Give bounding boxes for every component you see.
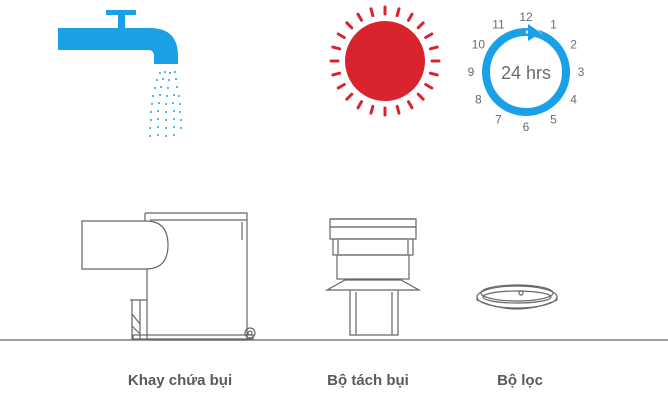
sun-ray [336,32,346,39]
sun-ray [428,45,439,51]
filter-label: Bộ lọc [497,372,543,389]
clock-number: 9 [468,65,475,79]
clock-number: 4 [570,93,577,107]
sun-icon [329,5,441,117]
clock-number: 6 [523,120,530,134]
sun-ray [416,92,425,101]
clock-number: 2 [570,38,577,52]
sun-ray [407,100,414,110]
clock-number: 12 [519,10,533,24]
sun-ray [331,45,342,51]
clock-center-text: 24 hrs [501,63,551,83]
sun-ray [369,7,375,18]
clock-number: 10 [472,38,486,52]
dust-separator-illustration [324,218,422,336]
sun-ray [345,92,354,101]
sun-ray [428,71,439,77]
clock-number: 8 [475,93,482,107]
sun-ray [424,83,434,90]
dust-bin-illustration [81,212,256,341]
sun-ray [369,104,375,115]
sun-ray [416,21,425,30]
clock-number: 3 [578,65,585,79]
sun-ray [395,7,401,18]
separator-label: Bộ tách bụi [327,372,409,389]
sun-ray [345,21,354,30]
sun-ray [336,83,346,90]
clock-number: 7 [495,113,502,127]
sun-ray [356,100,363,110]
sun-ray [407,12,414,22]
clock-number: 11 [492,17,505,31]
sun-ray [356,12,363,22]
sun-ray [331,71,342,77]
water-tap-icon [58,10,182,137]
dust-bin-label: Khay chứa bụi [127,372,233,389]
clock-number: 5 [550,113,557,127]
sun-ray [424,32,434,39]
filter-illustration [476,284,558,310]
clock-number: 1 [550,17,557,31]
sun-ray [395,104,401,115]
